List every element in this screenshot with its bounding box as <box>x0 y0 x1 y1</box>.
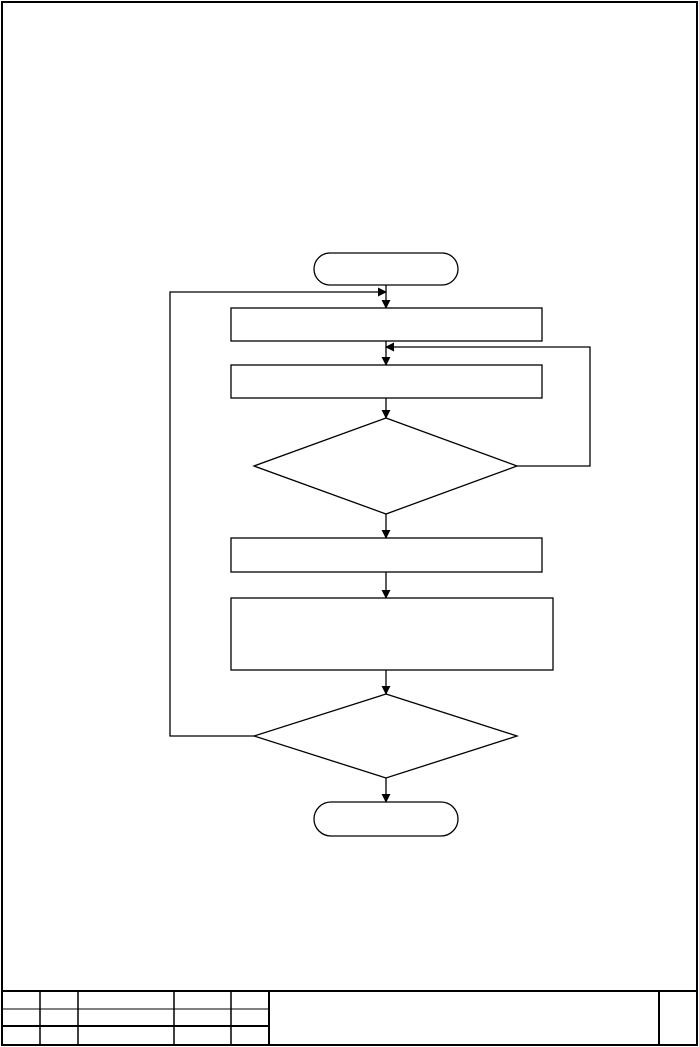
end-terminator <box>313 801 459 837</box>
node-decision-2 <box>251 693 520 779</box>
node-process-4 <box>230 597 554 671</box>
node-end <box>313 801 459 837</box>
decision-diamond-1 <box>252 417 519 515</box>
node-decision-1 <box>252 417 519 515</box>
node-process-3 <box>230 537 543 573</box>
process-box-2 <box>230 364 543 399</box>
title-block <box>2 990 697 1045</box>
loop-back-decision-1-to-process-2 <box>385 342 591 467</box>
decision-diamond-2 <box>251 693 520 779</box>
node-process-1 <box>230 307 543 342</box>
process-box-4 <box>230 597 554 671</box>
start-terminator <box>313 252 459 286</box>
loop-back-decision-2-to-process-1 <box>169 287 387 737</box>
node-process-2 <box>230 364 543 399</box>
node-start <box>313 252 459 286</box>
process-box-3 <box>230 537 543 573</box>
process-box-1 <box>230 307 543 342</box>
